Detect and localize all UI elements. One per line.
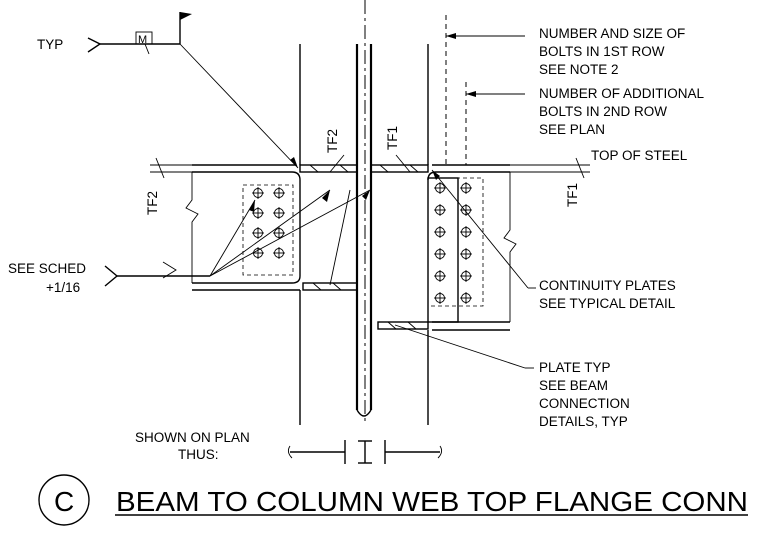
weld-size-label: +1/16 (46, 280, 80, 295)
note1-line1: NUMBER AND SIZE OF (539, 26, 685, 41)
note1-line3: SEE NOTE 2 (539, 62, 619, 77)
column (299, 44, 429, 425)
top-of-steel-label: TOP OF STEEL (591, 148, 688, 163)
weld-symbol-letter: M (138, 34, 147, 46)
tf2-left-label: TF2 (145, 191, 160, 215)
detail-bubble (38, 474, 90, 526)
note1-arrow (446, 33, 456, 39)
note2-line3: SEE PLAN (539, 122, 605, 137)
plate-typ-line4: DETAILS, TYP (539, 414, 628, 429)
detail-title: BEAM TO COLUMN WEB TOP FLANGE CONN (116, 486, 748, 517)
typ-weld-symbol (87, 12, 299, 169)
see-sched-weld-symbol (104, 189, 371, 287)
note2-line2: BOLTS IN 2ND ROW (539, 104, 667, 119)
plate-typ-line2: SEE BEAM (539, 378, 608, 393)
thus-label: THUS: (178, 447, 219, 462)
shown-on-plan-label: SHOWN ON PLAN (135, 430, 250, 445)
tf2-top-label: TF2 (325, 129, 340, 153)
detail-letter: C (54, 486, 74, 517)
left-beam (185, 164, 301, 291)
continuity-plates (299, 164, 429, 173)
plate-typ-line3: CONNECTION (539, 396, 630, 411)
note2-arrow (466, 91, 476, 97)
note2-line1: NUMBER OF ADDITIONAL (539, 86, 705, 101)
typ-label: TYP (37, 37, 63, 52)
right-beam (427, 164, 517, 331)
right-bolt-group (434, 182, 472, 304)
continuity-line2: SEE TYPICAL DETAIL (539, 296, 676, 311)
right-shear-plate (377, 177, 459, 330)
note1-line2: BOLTS IN 1ST ROW (539, 44, 665, 59)
continuity-line1: CONTINUITY PLATES (539, 278, 676, 293)
left-bolt-group (252, 187, 285, 259)
plate-typ-line1: PLATE TYP (539, 360, 611, 375)
continuity-leader (431, 169, 529, 289)
plate-typ-leader (394, 324, 526, 369)
see-sched-label: SEE SCHED (8, 261, 86, 276)
plan-symbol (287, 440, 443, 464)
tf1-top-label: TF1 (385, 126, 400, 150)
tf1-right-label: TF1 (565, 183, 580, 207)
